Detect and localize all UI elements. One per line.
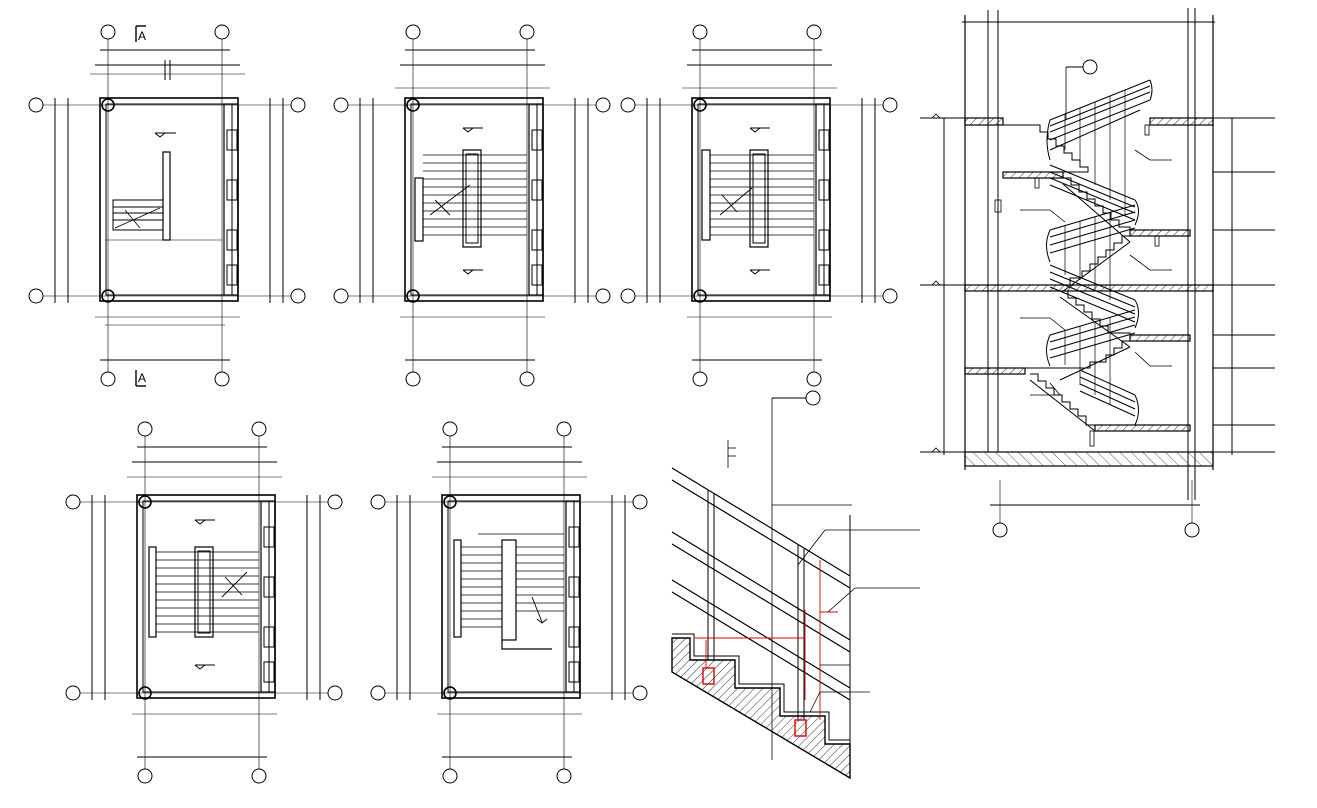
plan-ground-floor: A A — [28, 24, 306, 387]
railing-detail — [671, 390, 920, 780]
section-mark-top: A — [138, 29, 146, 43]
section-a-a — [920, 8, 1275, 538]
section-mark-bottom: A — [138, 371, 146, 385]
red-anchor-details — [695, 560, 838, 737]
stair-flights — [1003, 124, 1131, 432]
plan-typical-floor-2 — [620, 24, 898, 387]
plan-typical-floor-1 — [333, 24, 611, 387]
concrete-stair — [671, 637, 851, 780]
plan-top-floor — [370, 421, 648, 784]
plan-upper-floor-1 — [65, 421, 343, 784]
handrails — [1046, 79, 1153, 426]
